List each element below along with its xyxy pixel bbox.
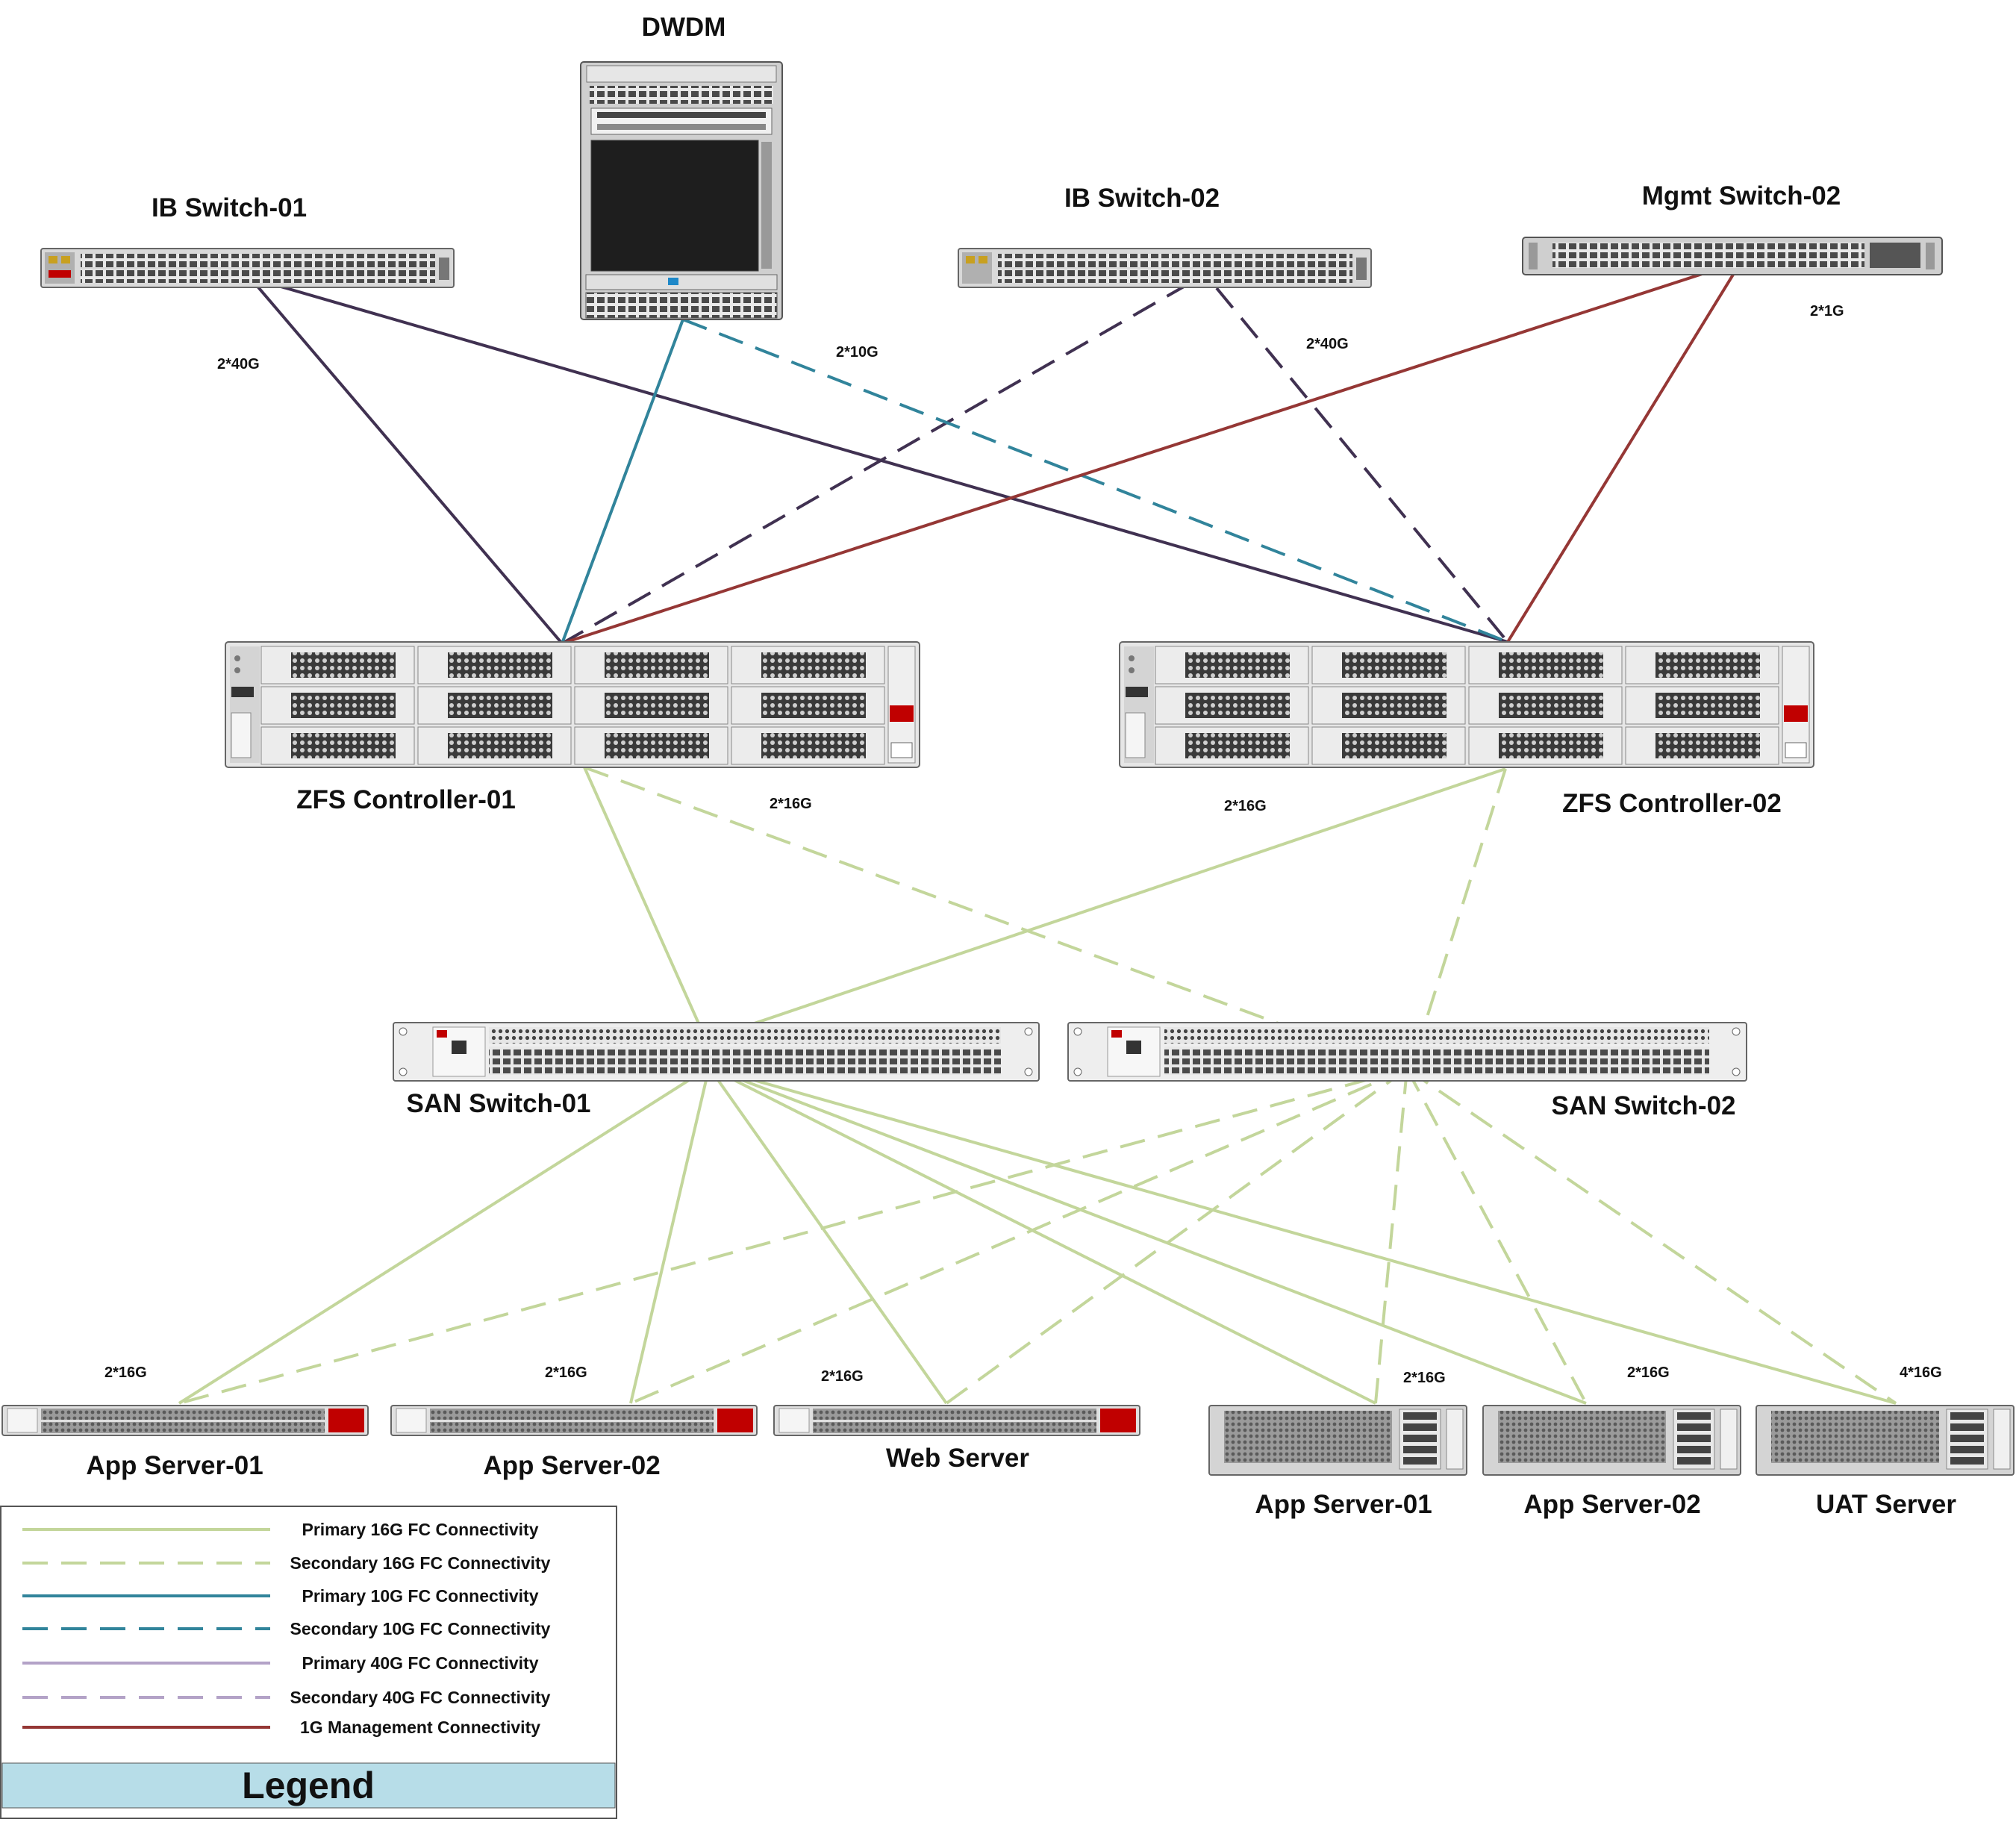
link-san2-app2a-secondary-16g xyxy=(630,1067,1408,1405)
link-zfs1-san2-secondary-16g xyxy=(584,766,1402,1070)
legend-label-6: Secondary 40G FC Connectivity xyxy=(290,1688,551,1707)
legend-label-4: Secondary 10G FC Connectivity xyxy=(290,1619,551,1638)
link-ib1-zfs1-primary-40g xyxy=(249,276,564,645)
san-switch-01-device xyxy=(393,1022,1040,1082)
legend-title: Legend xyxy=(242,1765,375,1806)
ib-switch-01-device xyxy=(40,248,455,288)
link-ib2-zfs1-secondary-40g xyxy=(561,282,1190,645)
ib-switch-01-label: IB Switch-01 xyxy=(152,193,307,222)
link-san1-app2a-primary-16g xyxy=(629,1067,711,1404)
app-server-02-a-label: App Server-02 xyxy=(483,1451,660,1480)
app-server-02-a-device xyxy=(390,1405,758,1436)
uat-server-device xyxy=(1756,1405,2015,1476)
san-switch-01-label: SAN Switch-01 xyxy=(407,1089,591,1118)
zfs-controller-01-drive-bays xyxy=(260,646,885,765)
uat-16g-label: 4*16G xyxy=(1900,1364,1942,1381)
app-server-02-b-label: App Server-02 xyxy=(1523,1490,1700,1519)
legend-title-bar xyxy=(1,1762,616,1809)
web-server-label: Web Server xyxy=(886,1444,1029,1473)
uat-server-label: UAT Server xyxy=(1816,1490,1956,1519)
mgmt-switch-02-device xyxy=(1522,237,1943,275)
zfs2-16g-label: 2*16G xyxy=(1224,798,1267,814)
app-server-01-b-label: App Server-01 xyxy=(1255,1490,1432,1519)
ib2-40g-label: 2*40G xyxy=(1306,336,1349,352)
app-server-01-a-label: App Server-01 xyxy=(86,1451,263,1480)
zfs-controller-02-drive-bays xyxy=(1155,646,1779,765)
app2b-16g-label: 2*16G xyxy=(1627,1364,1670,1381)
device-labels: DWDM IB Switch-01 IB Switch-02 Mgmt Swit… xyxy=(86,13,1956,1519)
ib-switch-02-label: IB Switch-02 xyxy=(1064,184,1220,213)
app-server-01-a-device xyxy=(1,1405,369,1436)
dwdm-label: DWDM xyxy=(642,13,726,42)
link-san2-app2b-secondary-16g xyxy=(1405,1068,1588,1404)
legend-label-1: Primary 16G FC Connectivity xyxy=(302,1520,539,1539)
link-zfs1-san1-primary-16g xyxy=(583,767,703,1031)
link-san1-web-primary-16g xyxy=(708,1066,948,1405)
zfs-controller-02-device xyxy=(1119,641,1814,768)
link-san2-uat-secondary-16g xyxy=(1405,1067,1897,1405)
web-server-device xyxy=(773,1405,1140,1436)
san-switch-02-device xyxy=(1067,1022,1747,1082)
dwdm-device xyxy=(580,61,783,320)
link-san1-app2b-primary-16g xyxy=(708,1066,1587,1405)
link-san1-app1a-primary-16g xyxy=(178,1066,711,1405)
connections xyxy=(178,260,1897,1405)
dwdm-10g-label: 2*10G xyxy=(836,344,879,361)
link-san1-uat-primary-16g xyxy=(708,1066,1897,1405)
web-16g-label: 2*16G xyxy=(821,1368,864,1385)
app2a-16g-label: 2*16G xyxy=(545,1364,587,1381)
link-zfs2-san1-primary-16g xyxy=(701,767,1506,1043)
app-server-02-b-device xyxy=(1482,1405,1741,1476)
zfs-controller-01-device xyxy=(225,641,920,768)
link-mgmt-zfs1-1g xyxy=(561,260,1742,645)
ib1-40g-label: 2*40G xyxy=(217,356,260,372)
app1a-16g-label: 2*16G xyxy=(104,1364,147,1381)
link-labels: 2*40G 2*10G 2*40G 2*1G 2*16G 2*16G 2*16G… xyxy=(104,303,1942,1386)
mgmt-switch-02-label: Mgmt Switch-02 xyxy=(1642,181,1841,210)
zfs-controller-02-label: ZFS Controller-02 xyxy=(1562,789,1782,818)
legend-label-3: Primary 10G FC Connectivity xyxy=(302,1586,539,1606)
app-server-01-b-device xyxy=(1208,1405,1467,1476)
link-ib1-zfs2-primary-40g xyxy=(249,276,1508,643)
link-ib2-zfs2-secondary-40g xyxy=(1215,287,1509,643)
link-san2-web-secondary-16g xyxy=(945,1067,1408,1405)
link-dwdm-zfs2-secondary-10g xyxy=(682,318,1508,643)
link-zfs2-san2-secondary-16g xyxy=(1409,768,1507,1070)
zfs-controller-01-label: ZFS Controller-01 xyxy=(296,785,516,814)
link-san2-app1a-secondary-16g xyxy=(178,1067,1408,1405)
link-mgmt-zfs2-1g xyxy=(1506,260,1743,643)
legend-label-5: Primary 40G FC Connectivity xyxy=(302,1653,539,1673)
link-san1-app1b-primary-16g xyxy=(708,1066,1376,1405)
link-dwdm-zfs1-primary-10g xyxy=(561,319,684,644)
mgmt-1g-label: 2*1G xyxy=(1810,303,1844,319)
san-switch-02-label: SAN Switch-02 xyxy=(1552,1091,1736,1120)
legend-label-7: 1G Management Connectivity xyxy=(300,1718,540,1737)
link-san2-app1b-secondary-16g xyxy=(1374,1068,1408,1404)
zfs1-16g-label: 2*16G xyxy=(770,796,812,812)
ib-switch-02-device xyxy=(958,248,1372,288)
app1b-16g-label: 2*16G xyxy=(1403,1370,1446,1386)
legend-label-2: Secondary 16G FC Connectivity xyxy=(290,1553,551,1573)
